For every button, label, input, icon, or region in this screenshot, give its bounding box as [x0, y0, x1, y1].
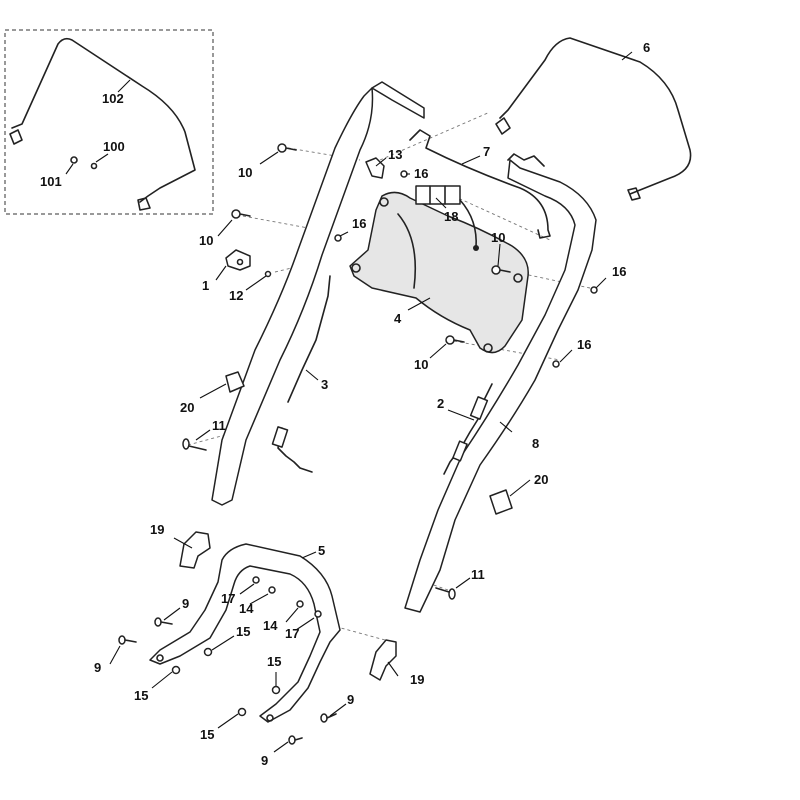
leader-lines	[109, 51, 633, 753]
fasteners	[118, 143, 598, 745]
part-16-nut-c	[590, 286, 598, 294]
handle-left-top-grip	[371, 81, 425, 119]
leader-102	[117, 79, 131, 93]
part-101-nut	[70, 156, 78, 164]
callout-9-b: 9	[94, 660, 101, 675]
part-10-screw-c	[491, 265, 511, 275]
part-10-screw-b	[231, 209, 251, 219]
part-15-nut-b	[171, 665, 181, 675]
part-3-cable-left	[271, 275, 331, 473]
callout-10-d: 10	[414, 357, 428, 372]
part-102-end-b	[137, 197, 151, 211]
handle-left-tube	[211, 87, 374, 506]
part-16-nut-d	[552, 360, 560, 368]
callout-15-c: 15	[267, 654, 281, 669]
callout-1: 1	[202, 278, 209, 293]
part-12-screw	[264, 270, 272, 278]
callout-9-c: 9	[347, 692, 354, 707]
callout-19-a: 19	[150, 522, 164, 537]
handle-break-line	[507, 153, 545, 167]
callout-3: 3	[321, 377, 328, 392]
part-15-nut-a	[203, 647, 213, 657]
callout-9-d: 9	[261, 753, 268, 768]
part-18-label	[415, 185, 479, 251]
part-14-nut-a	[268, 586, 276, 594]
leader-100	[95, 153, 109, 163]
part-11-bolt-left	[182, 438, 207, 451]
part-13-clip	[365, 157, 385, 179]
callout-7: 7	[483, 144, 490, 159]
callout-15-a: 15	[236, 624, 250, 639]
callout-labels: 102 100 101 6 7 13 16 10 18 16 10 10 16 …	[40, 40, 650, 768]
callout-9-a: 9	[182, 596, 189, 611]
callout-102: 102	[102, 91, 124, 106]
callout-16-b: 16	[414, 166, 428, 181]
part-14-nut-b	[296, 600, 304, 608]
callout-5: 5	[318, 543, 325, 558]
part-7-cable	[409, 129, 551, 239]
callout-17-a: 17	[221, 591, 235, 606]
callout-16-d: 16	[577, 337, 591, 352]
callout-16-a: 16	[352, 216, 366, 231]
callout-12: 12	[229, 288, 243, 303]
callout-19-b: 19	[410, 672, 424, 687]
part-17-washer-a	[252, 576, 260, 584]
part-17-washer-b	[314, 610, 322, 618]
part-5-lower-handle	[149, 543, 341, 723]
leader-101	[65, 163, 74, 175]
callout-14-b: 14	[263, 618, 278, 633]
part-10-screw-d	[445, 335, 465, 345]
part-9-bolt-b	[118, 635, 137, 645]
callout-8: 8	[532, 436, 539, 451]
part-15-nut-c	[271, 685, 281, 695]
part-6-bail-bar	[495, 37, 692, 201]
callout-15-b: 15	[134, 688, 148, 703]
callout-13: 13	[388, 147, 402, 162]
callout-6: 6	[643, 40, 650, 55]
handle-right-tube	[404, 159, 597, 613]
callout-15-d: 15	[200, 727, 214, 742]
callout-17-b: 17	[285, 626, 299, 641]
callout-16-c: 16	[612, 264, 626, 279]
part-4-cover	[349, 191, 529, 354]
part-10-screw-a	[277, 143, 297, 153]
part-102-bail-bar	[11, 37, 196, 203]
part-1-bracket	[225, 249, 251, 271]
callout-100: 100	[103, 139, 125, 154]
callout-20-b: 20	[534, 472, 548, 487]
part-11-bolt-right	[435, 587, 456, 600]
part-100-washer	[90, 162, 98, 170]
callout-20-a: 20	[180, 400, 194, 415]
part-2-cable-right	[443, 383, 493, 475]
part-19-sleeve-right	[369, 639, 397, 681]
callout-2: 2	[437, 396, 444, 411]
part-19-sleeve-left	[179, 531, 211, 569]
part-9-bolt-c	[320, 713, 337, 723]
callout-10-a: 10	[238, 165, 252, 180]
callout-11-b: 11	[471, 567, 485, 582]
callout-10-c: 10	[491, 230, 505, 245]
callout-101: 101	[40, 174, 62, 189]
inset-box	[4, 29, 214, 215]
part-9-bolt-d	[288, 735, 303, 745]
part-20-cap-left	[225, 371, 245, 393]
part-16-nut-a	[334, 234, 342, 242]
part-15-nut-d	[237, 707, 247, 717]
part-8-handle-frame	[211, 81, 597, 613]
part-20-cap-right	[489, 489, 513, 515]
callout-18: 18	[444, 209, 458, 224]
callout-10-b: 10	[199, 233, 213, 248]
inset-border	[4, 29, 214, 215]
callout-4: 4	[394, 311, 402, 326]
callout-11-a: 11	[212, 418, 226, 433]
part-102-end-a	[9, 129, 23, 145]
part-9-bolt-a	[154, 617, 173, 627]
callout-14-a: 14	[239, 601, 254, 616]
